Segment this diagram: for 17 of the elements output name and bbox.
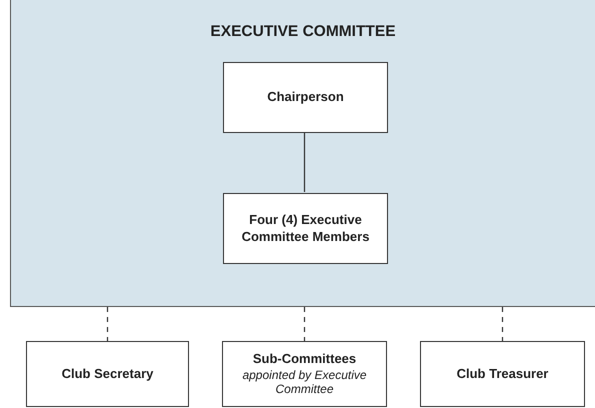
committee-panel: [10, 0, 595, 307]
role-title: Chairperson: [266, 89, 345, 106]
connector-line: [304, 307, 306, 341]
role-title: Four (4) Executive Committee Members: [240, 212, 370, 245]
role-note: appointed by Executive Committee: [241, 368, 368, 397]
connector-line: [304, 132, 306, 192]
role-title: Sub-Committees: [252, 351, 358, 368]
connector-line: [502, 307, 504, 341]
role-box: [222, 341, 387, 407]
role-title: Club Secretary: [60, 366, 154, 382]
panel-title: EXECUTIVE COMMITTEE: [209, 22, 397, 42]
role-box: [223, 193, 388, 264]
role-box: [26, 341, 189, 407]
role-box: [223, 62, 388, 133]
role-title: Club Treasurer: [456, 366, 550, 382]
role-box: [420, 341, 585, 407]
connector-line: [106, 307, 108, 341]
